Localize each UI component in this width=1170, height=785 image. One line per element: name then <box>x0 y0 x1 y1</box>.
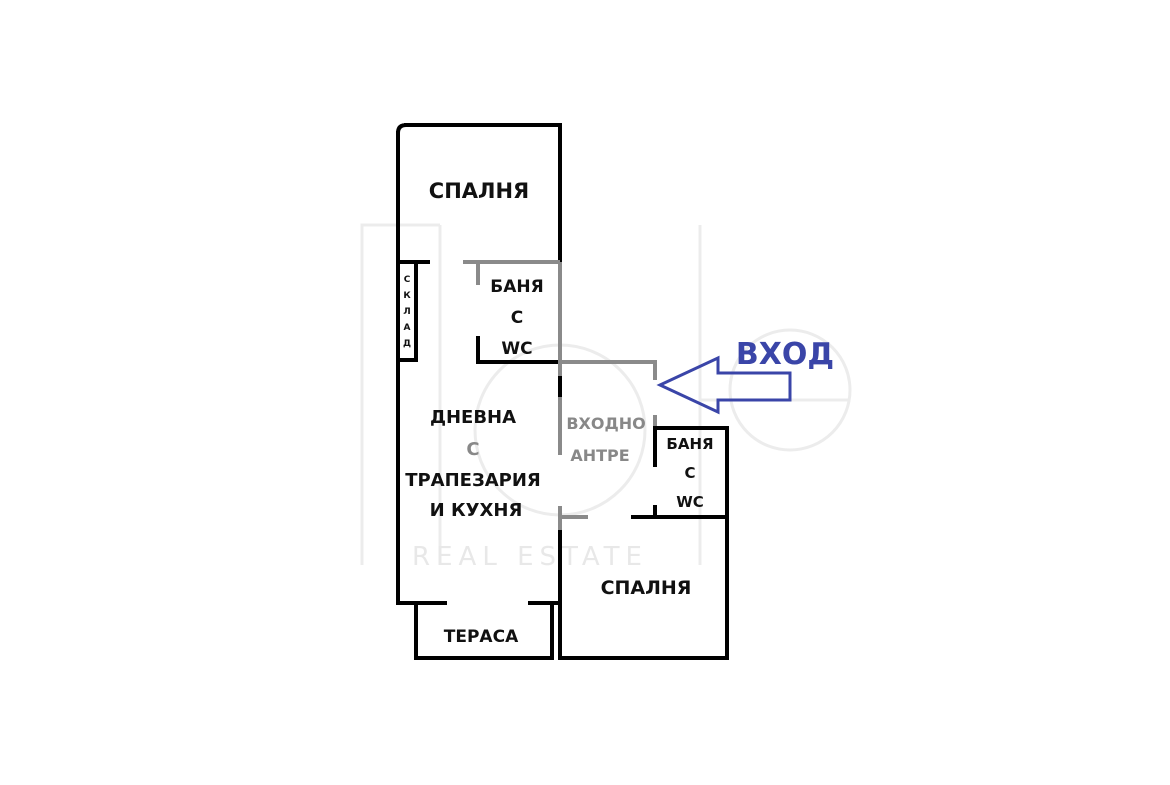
room-storage: С К Л А Д <box>403 275 411 349</box>
living-label: И КУХНЯ <box>430 500 523 521</box>
bath-label: WC <box>676 493 704 511</box>
bath-label: С <box>511 308 523 328</box>
room-terrace: ТЕРАСА <box>444 627 519 647</box>
bath-label: БАНЯ <box>666 435 713 453</box>
storage-letter: Л <box>403 307 410 317</box>
living-label: С <box>466 439 479 460</box>
room-bedroom-bottom: СПАЛНЯ <box>601 577 692 599</box>
bath-label: WC <box>501 339 532 359</box>
room-bath-top: БАНЯ С WC <box>490 277 543 359</box>
storage-letter: А <box>404 323 411 333</box>
living-label: ДНЕВНА <box>430 407 516 428</box>
room-bath-right: БАНЯ С WC <box>666 435 713 511</box>
storage-letter: С <box>404 275 411 285</box>
entrance-arrow-icon <box>656 355 792 415</box>
bath-label: С <box>684 464 695 482</box>
room-living: ДНЕВНА С ТРАПЕЗАРИЯ И КУХНЯ <box>405 407 541 521</box>
walls <box>395 122 729 660</box>
living-label: ТРАПЕЗАРИЯ <box>405 470 541 491</box>
watermark-text: REAL ESTATE <box>412 542 648 572</box>
storage-letter: Д <box>403 339 411 349</box>
room-hall: ВХОДНО АНТРЕ <box>566 414 645 465</box>
room-bedroom-top: СПАЛНЯ <box>429 179 529 203</box>
entrance-label: ВХОД <box>736 337 834 372</box>
storage-letter: К <box>403 291 411 301</box>
bath-label: БАНЯ <box>490 277 543 297</box>
hall-label: АНТРЕ <box>570 446 629 465</box>
hall-label: ВХОДНО <box>566 414 645 433</box>
